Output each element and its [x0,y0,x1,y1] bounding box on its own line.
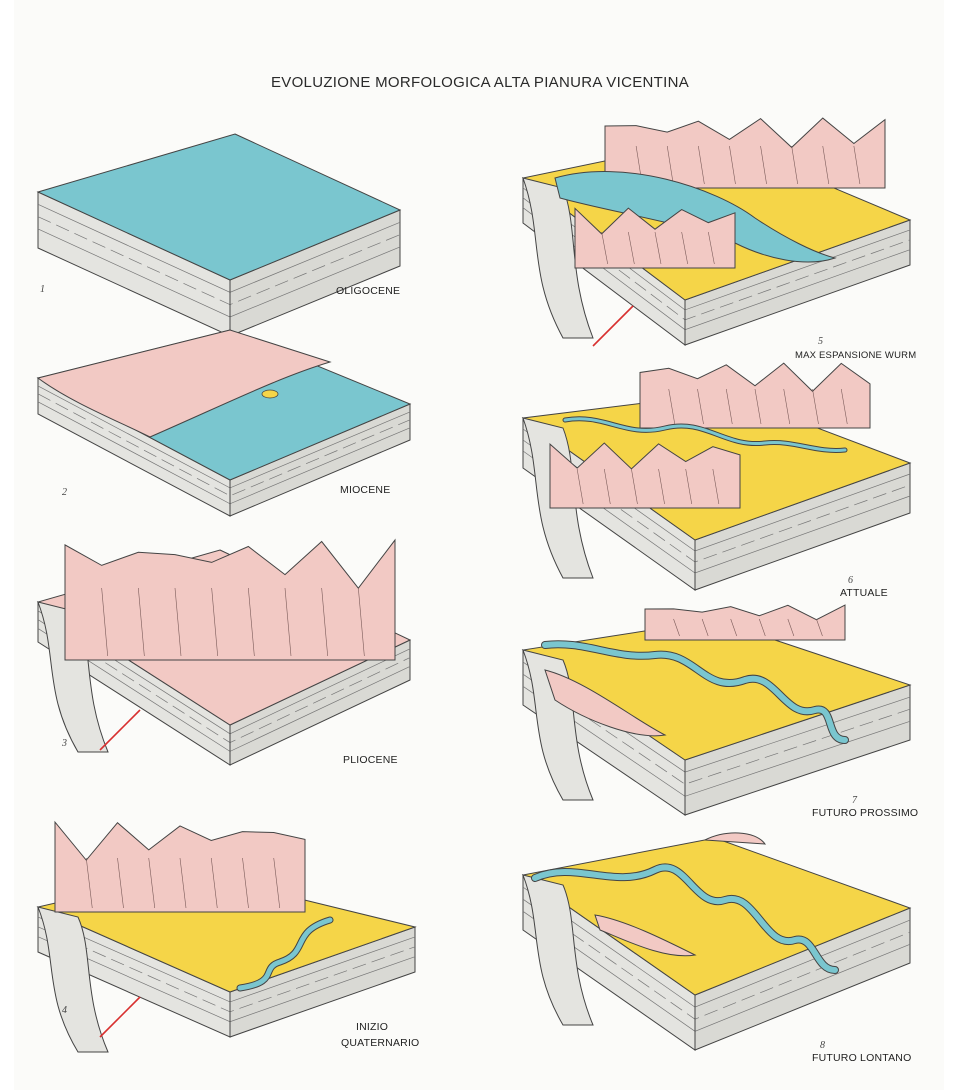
stage-8-label: FUTURO LONTANO [812,1052,911,1064]
stage-5-diagram [515,118,925,363]
stage-5-label: MAX ESPANSIONE WURM [795,350,916,361]
mountain-range [65,540,395,660]
stage-3-diagram [30,520,430,785]
stage-1-number: 1 [40,284,45,295]
stage-6-number: 6 [848,575,853,586]
stage-7-label: FUTURO PROSSIMO [812,807,918,819]
stage-8-number: 8 [820,1040,825,1051]
stage-8-diagram [515,830,925,1065]
fault-line [593,306,633,346]
stage-4-label-line2: QUATERNARIO [341,1037,419,1049]
mountain-range [640,363,870,428]
stage-7-number: 7 [852,795,857,806]
stage-3-number: 3 [62,738,67,749]
small-island [262,390,278,398]
stage-2-number: 2 [62,487,67,498]
stage-5-number: 5 [818,336,823,347]
stage-1-label: OLIGOCENE [336,285,400,297]
stage-6-diagram [515,358,925,598]
stage-3-label: PLIOCENE [343,754,398,766]
figure-title: EVOLUZIONE MORFOLOGICA ALTA PIANURA VICE… [0,74,960,91]
stage-4-number: 4 [62,1005,67,1016]
fault-line [100,710,140,750]
stage-2-label: MIOCENE [340,484,390,496]
fault-line [100,997,140,1037]
stage-1-diagram [30,128,430,338]
stage-4-label: INIZIO [356,1021,388,1033]
stage-6-label: ATTUALE [840,587,888,599]
stage-7-diagram [515,600,925,825]
mountain-range [55,822,305,912]
